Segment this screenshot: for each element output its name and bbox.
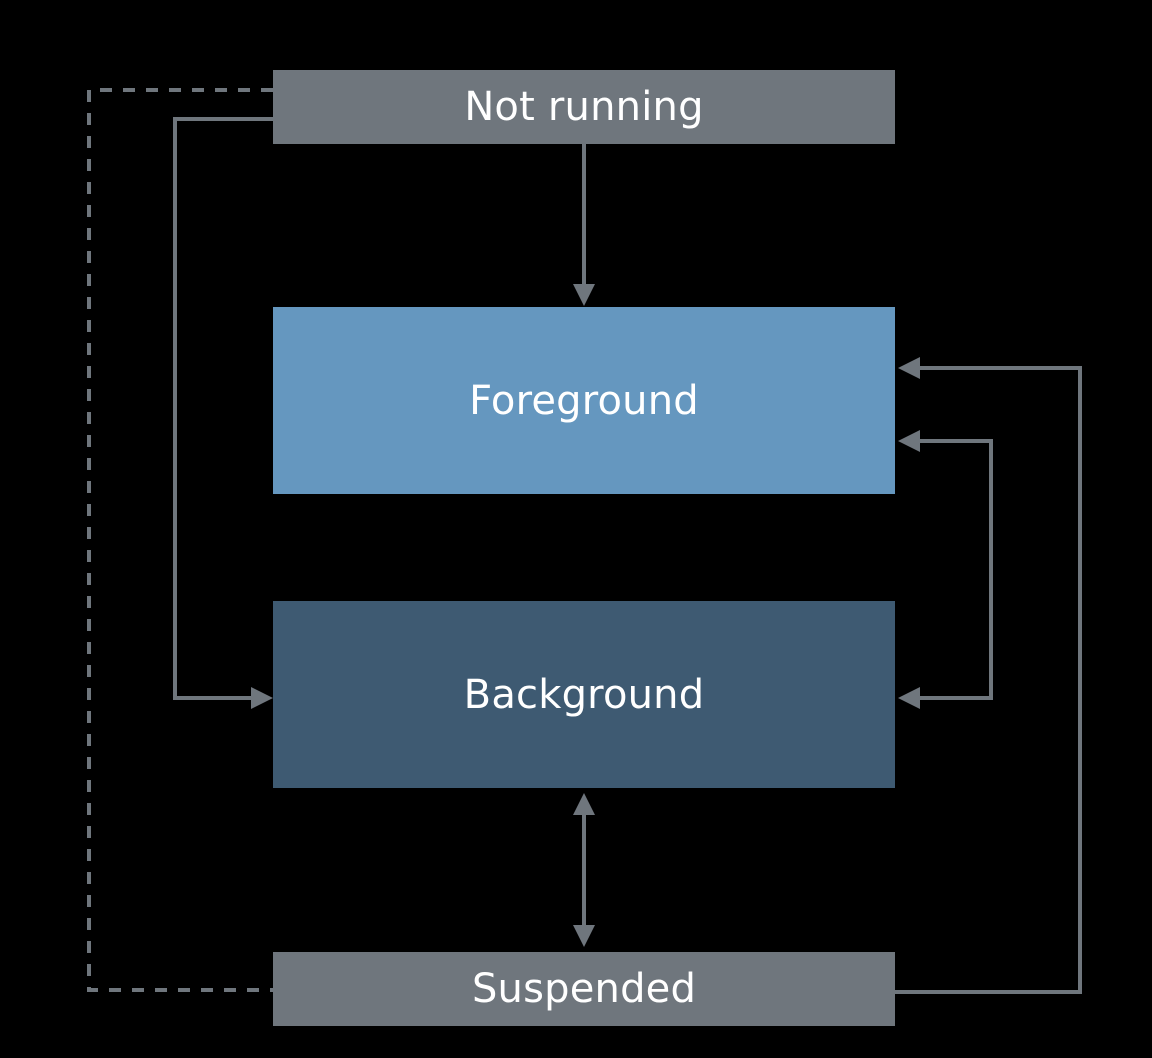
suspended-top-arrowhead — [573, 925, 595, 947]
state-foreground-label: Foreground — [469, 377, 699, 424]
background-left-arrowhead — [251, 687, 273, 709]
foreground-right-lower-arrowhead — [898, 430, 920, 452]
state-foreground: Foreground — [273, 307, 895, 494]
state-suspended-label: Suspended — [471, 966, 697, 1012]
state-background-label: Background — [463, 671, 705, 718]
state-background: Background — [273, 601, 895, 788]
foreground-top-arrowhead — [573, 284, 595, 306]
background-foreground-loop-line — [918, 439, 993, 700]
state-not-running-label: Not running — [464, 84, 704, 130]
suspended-to-foreground-line — [895, 366, 1082, 994]
foreground-right-upper-arrowhead — [898, 357, 920, 379]
suspended-to-not-running-dashed-line — [87, 88, 273, 992]
background-bottom-arrowhead — [573, 793, 595, 815]
background-right-arrowhead — [898, 687, 920, 709]
state-suspended: Suspended — [273, 952, 895, 1026]
not-running-to-background-line — [173, 117, 273, 700]
state-not-running: Not running — [273, 70, 895, 144]
